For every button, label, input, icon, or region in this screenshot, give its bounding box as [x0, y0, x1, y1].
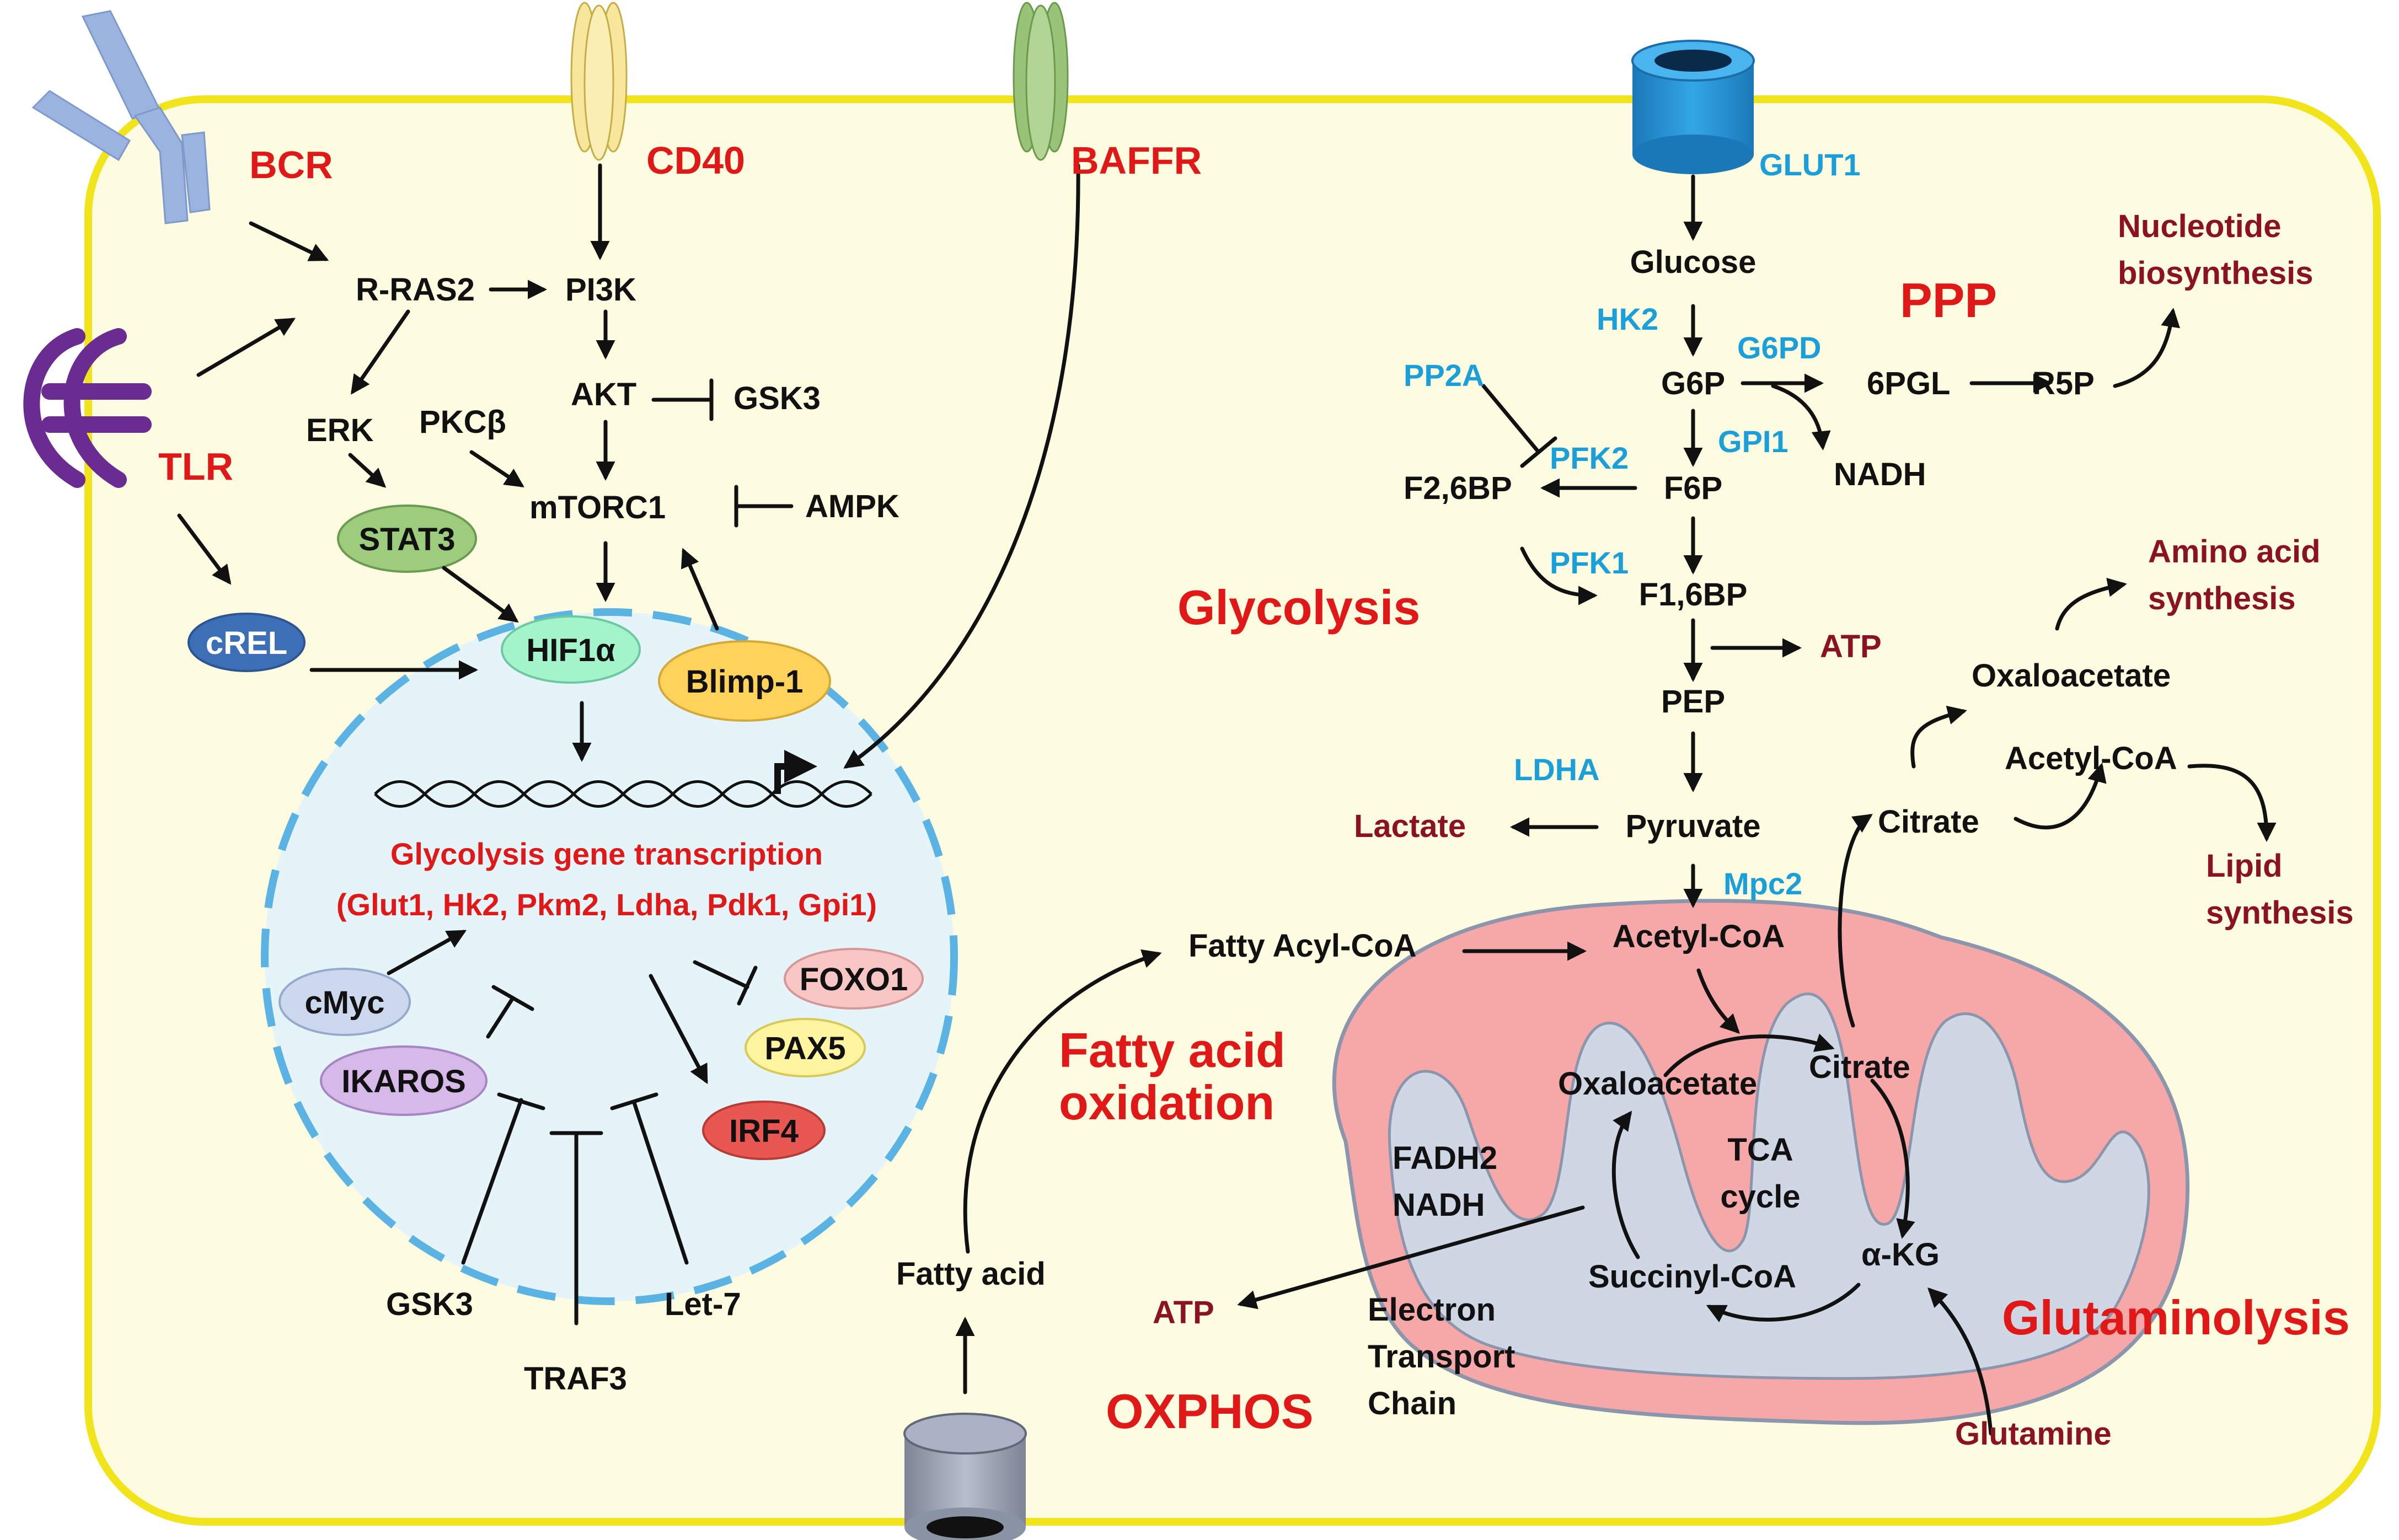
nadh-mito-label: NADH — [1393, 1187, 1485, 1223]
hk2-label: HK2 — [1597, 302, 1658, 336]
irf4-text: IRF4 — [729, 1113, 799, 1149]
citrate-tca-label: Citrate — [1809, 1049, 1910, 1085]
amino-acid-label-1: Amino acid — [2148, 534, 2321, 570]
baffr-label: BAFFR — [1071, 139, 1202, 182]
cd40-label: CD40 — [646, 139, 745, 182]
bcr-receptor-icon — [31, 10, 211, 224]
f26bp-label: F2,6BP — [1404, 470, 1512, 506]
ampk-label: AMPK — [805, 489, 899, 524]
rras2-label: R-RAS2 — [356, 272, 475, 308]
blimp1-text: Blimp-1 — [686, 664, 804, 700]
oxaloacetate-tca-label: Oxaloacetate — [1558, 1066, 1757, 1102]
fadh2-label: FADH2 — [1393, 1140, 1497, 1176]
baffr-receptor-icon — [1013, 2, 1069, 161]
etc-label-1: Electron — [1368, 1292, 1496, 1328]
cmyc-text: cMyc — [304, 985, 384, 1021]
tca-label-1: TCA — [1727, 1132, 1793, 1168]
tlr-label: TLR — [158, 445, 233, 488]
irf4-node — [702, 1101, 826, 1160]
foxo1-node — [784, 948, 924, 1010]
stat3-text: STAT3 — [358, 522, 455, 557]
hif1a-text: HIF1α — [526, 632, 615, 668]
atp-oxphos-label: ATP — [1153, 1295, 1214, 1330]
gsk3-bottom-label: GSK3 — [386, 1286, 473, 1322]
fao-label-2: oxidation — [1059, 1075, 1275, 1130]
gsk3-top-label: GSK3 — [733, 380, 821, 416]
lipid-label-2: synthesis — [2206, 895, 2354, 931]
glutaminolysis-label: Glutaminolysis — [2002, 1290, 2350, 1345]
ppp-label: PPP — [1900, 273, 1997, 328]
acetyl-coa-mito-label: Acetyl-CoA — [1613, 919, 1785, 954]
pyruvate-label: Pyruvate — [1625, 808, 1760, 844]
inhibition-lines — [461, 378, 1557, 1326]
f16bp-label: F1,6BP — [1639, 577, 1748, 613]
mtorc1-label: mTORC1 — [529, 490, 666, 525]
mpc2-label: Mpc2 — [1723, 866, 1802, 901]
glucose-label: Glucose — [1630, 244, 1757, 280]
dna-helix-icon — [374, 750, 872, 808]
succinyl-coa-label: Succinyl-CoA — [1588, 1259, 1796, 1295]
r5p-label: R5P — [2032, 366, 2095, 401]
foxo1-text: FOXO1 — [800, 962, 908, 997]
transcription-title: Glycolysis gene transcription — [390, 836, 823, 871]
stat3-node — [337, 505, 477, 573]
oxphos-label: OXPHOS — [1106, 1384, 1314, 1439]
ldha-label: LDHA — [1514, 752, 1600, 787]
pax5-node — [745, 1018, 866, 1077]
fatty-acyl-coa-label: Fatty Acyl-CoA — [1188, 928, 1417, 964]
cmyc-node — [279, 968, 411, 1036]
amino-acid-label-2: synthesis — [2148, 581, 2296, 616]
acetyl-coa-cyto-label: Acetyl-CoA — [2005, 741, 2177, 776]
traf3-label: TRAF3 — [524, 1361, 627, 1397]
oxaloacetate-cyto-label: Oxaloacetate — [1972, 658, 2171, 694]
pkcb-label: PKCβ — [419, 404, 506, 440]
glycolysis-label: Glycolysis — [1177, 580, 1420, 635]
crel-node — [188, 613, 306, 672]
fao-label-1: Fatty acid — [1059, 1023, 1286, 1077]
tlr-receptor-icon — [23, 328, 152, 488]
nucleotide-label-1: Nucleotide — [2118, 208, 2282, 244]
mitochondrion — [1332, 899, 2190, 1425]
pax5-text: PAX5 — [764, 1031, 845, 1066]
crel-text: cREL — [206, 625, 287, 661]
pfk2-label: PFK2 — [1550, 441, 1629, 475]
lactate-label: Lactate — [1354, 808, 1466, 844]
let7-label: Let-7 — [665, 1286, 741, 1322]
nucleotide-label-2: biosynthesis — [2118, 255, 2314, 291]
bcr-label: BCR — [249, 143, 333, 186]
cd40-receptor-icon — [570, 2, 628, 161]
lipid-label-1: Lipid — [2206, 848, 2283, 884]
glutamine-label: Glutamine — [1955, 1416, 2112, 1452]
ikaros-node — [320, 1045, 488, 1116]
fatty-acid-transporter-icon — [903, 1413, 1027, 1540]
nadh-ppp-label: NADH — [1834, 457, 1926, 492]
glut1-label: GLUT1 — [1759, 147, 1861, 182]
etc-label-2: Transport — [1368, 1339, 1516, 1375]
6pgl-label: 6PGL — [1867, 366, 1951, 401]
g6p-label: G6P — [1661, 366, 1725, 401]
pep-label: PEP — [1661, 684, 1725, 720]
akt-label: AKT — [571, 377, 636, 412]
etc-label-3: Chain — [1368, 1386, 1456, 1421]
ikaros-text: IKAROS — [341, 1064, 466, 1099]
pi3k-label: PI3K — [565, 272, 636, 308]
fatty-acid-label: Fatty acid — [896, 1256, 1046, 1292]
blimp1-node — [658, 640, 831, 722]
pfk1-label: PFK1 — [1550, 545, 1629, 580]
transcription-genes: (Glut1, Hk2, Pkm2, Ldha, Pdk1, Gpi1) — [336, 887, 877, 922]
citrate-cyto-label: Citrate — [1878, 804, 1979, 840]
g6pd-label: G6PD — [1737, 330, 1822, 365]
metabolism-arrows — [955, 174, 2277, 1436]
hif1a-node — [501, 615, 641, 684]
akg-label: α-KG — [1861, 1237, 1940, 1273]
erk-label: ERK — [306, 412, 374, 448]
pp2a-label: PP2A — [1404, 358, 1484, 393]
gpi1-label: GPI1 — [1718, 424, 1788, 459]
tca-label-2: cycle — [1720, 1179, 1800, 1215]
atp-glycolysis-label: ATP — [1820, 629, 1882, 664]
glut1-transporter-icon — [1631, 40, 1755, 174]
signaling-arrows — [177, 163, 1080, 1085]
f6p-label: F6P — [1664, 470, 1722, 506]
